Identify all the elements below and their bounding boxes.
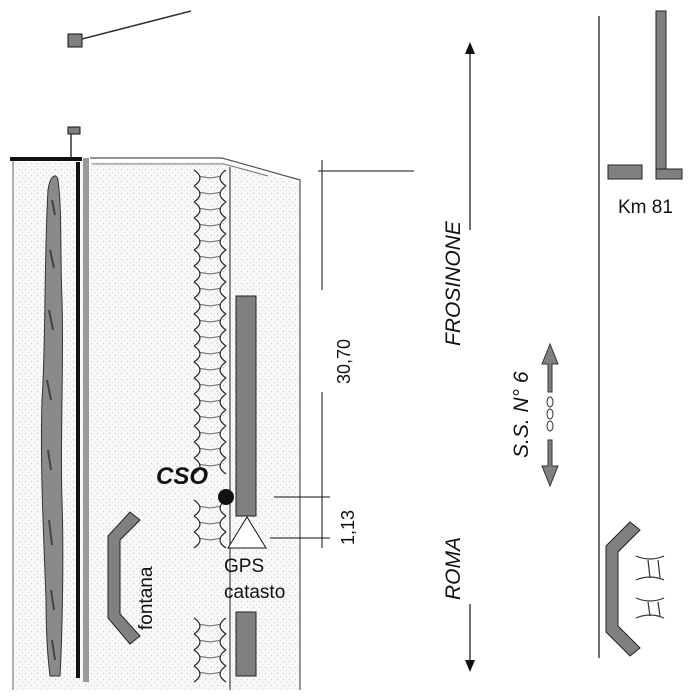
gps-label-line1: GPS — [224, 556, 264, 577]
hedge-leaf — [199, 319, 221, 323]
right-small-shrubs — [635, 555, 665, 619]
km-marker-post — [607, 10, 683, 180]
hedge-leaf — [199, 415, 221, 419]
dimension-long-label: 30,70 — [334, 339, 354, 384]
dimension-lines — [270, 160, 414, 548]
structure-long — [235, 295, 257, 517]
hedge-leaf — [199, 223, 221, 227]
hedge-leaf — [199, 191, 221, 195]
hedge-leaf — [199, 431, 221, 435]
hedge-leaf — [199, 335, 221, 339]
tree-strip — [40, 175, 64, 677]
hedge-leaf — [199, 175, 221, 179]
fountain-shape — [107, 511, 141, 645]
km-label: Km 81 — [618, 197, 673, 218]
hedge-leaf — [199, 463, 221, 467]
hedge-leaf — [199, 447, 221, 451]
hedge-leaf — [199, 351, 221, 355]
hedge-scallop — [193, 617, 227, 683]
direction-frosinone-label: FROSINONE — [442, 220, 465, 346]
hedge-leaf — [199, 287, 221, 291]
hedge-leaf — [199, 655, 221, 659]
structure-short — [235, 611, 257, 677]
up-arrow-icon — [465, 42, 475, 230]
right-fountain-shape — [605, 521, 641, 657]
cso-dot-marker-icon — [218, 489, 234, 505]
hedge-leaf — [199, 399, 221, 403]
hedge-leaf — [199, 505, 221, 509]
hedge-scallop — [193, 499, 227, 549]
hedge-leaf — [199, 671, 221, 675]
hedge-scallop — [193, 169, 227, 475]
hedge-leaf — [199, 271, 221, 275]
small-post-marker — [67, 126, 81, 158]
direction-roma-label: ROMA — [442, 537, 465, 600]
road-name-label: S.S. N° 6 — [510, 371, 533, 458]
hedge-leaf — [199, 639, 221, 643]
road-edge — [10, 157, 301, 690]
hedge-leaf — [199, 239, 221, 243]
gps-triangle-marker-icon — [227, 516, 267, 549]
dimension-short-label: 1,13 — [338, 510, 358, 545]
fountain-label: fontana — [136, 566, 157, 630]
down-arrow-icon — [465, 604, 475, 672]
hedge-leaf — [199, 367, 221, 371]
hedge-leaf — [199, 383, 221, 387]
tree-strip-texture — [46, 199, 56, 661]
hedge-leaf — [199, 623, 221, 627]
two-way-arrow-icon — [541, 342, 559, 488]
hedge-leaf — [199, 537, 221, 541]
hedge-leaf — [199, 255, 221, 259]
cso-label: CSO — [156, 463, 208, 490]
gps-label-line2: catasto — [224, 582, 285, 603]
hedge-leaf — [199, 303, 221, 307]
top-pole-sign — [67, 10, 192, 48]
hedge-leaf — [199, 521, 221, 525]
hedge-row — [193, 169, 227, 683]
hedge-leaf — [199, 207, 221, 211]
